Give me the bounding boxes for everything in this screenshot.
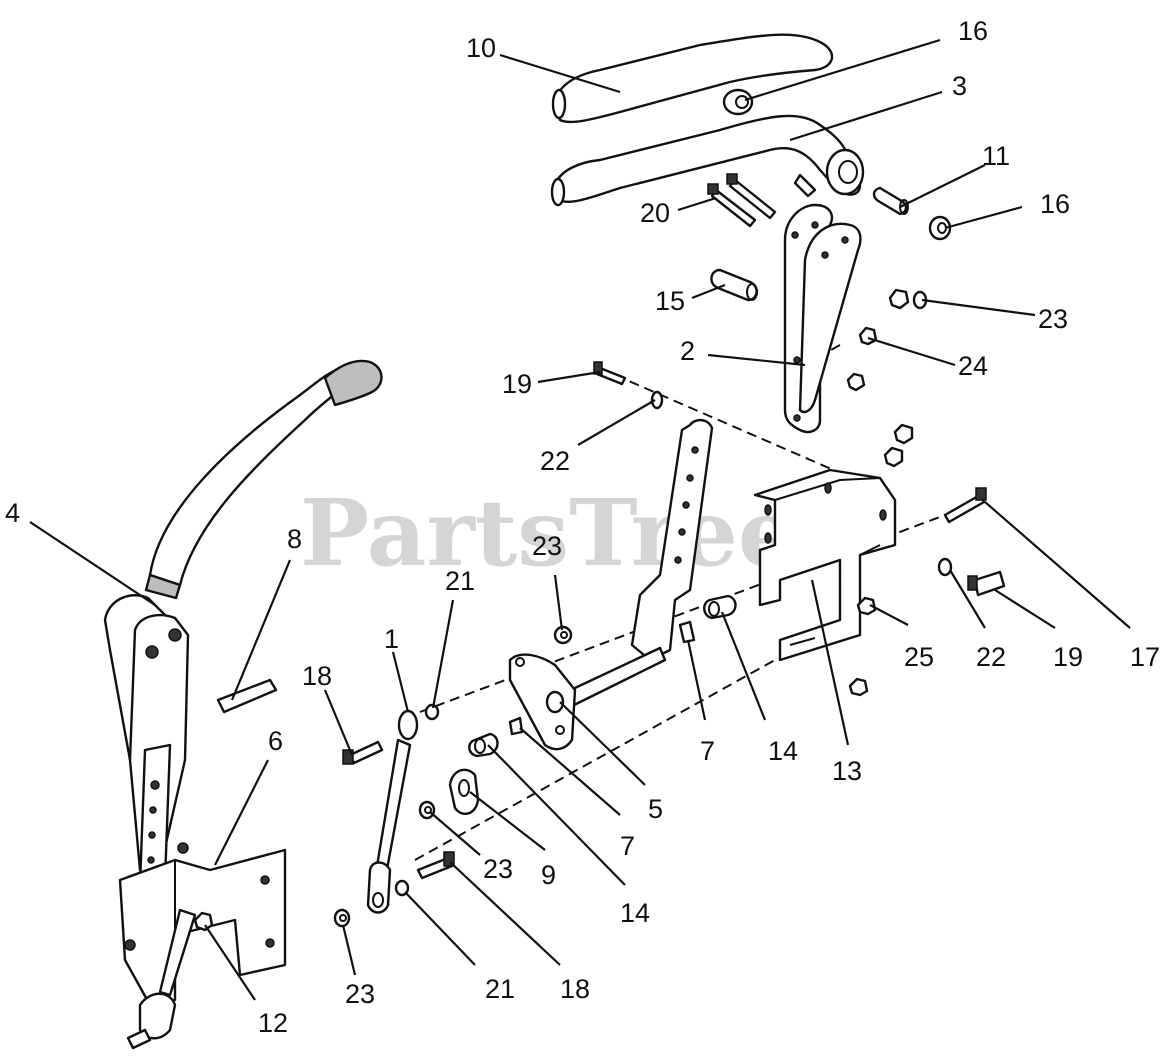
part-1-linkage-rod — [366, 709, 419, 914]
callout-23-centre: 23 — [532, 531, 562, 561]
callout-21-upper: 21 — [445, 566, 475, 596]
callout-23-upper: 23 — [1038, 304, 1068, 334]
part-11-spacer — [872, 186, 909, 216]
callout-16-lower: 16 — [1040, 189, 1070, 219]
part-16-bushing-upper — [722, 88, 754, 116]
part-23-nut-centre — [553, 625, 573, 645]
dash-line-lower — [414, 659, 776, 861]
part-3-handle-bar — [550, 114, 865, 207]
callout-12: 12 — [258, 1008, 288, 1038]
callout-8: 8 — [287, 524, 302, 554]
callout-21-lower: 21 — [485, 974, 515, 1004]
leader-lines — [29, 38, 1131, 1001]
callout-23-lower: 23 — [483, 854, 513, 884]
part-22-19-right — [937, 557, 1006, 597]
part-21-nut-lower — [394, 879, 410, 897]
callout-22-right: 22 — [976, 642, 1006, 672]
part-21-nut-upper — [424, 703, 440, 721]
part-23-nut-lower — [418, 800, 436, 820]
callout-24: 24 — [958, 351, 988, 381]
callout-18-lower: 18 — [560, 974, 590, 1004]
part-24-fastener — [846, 326, 878, 392]
part-16-bushing-lower — [928, 215, 952, 241]
part-18-bolt-upper — [342, 740, 384, 765]
callout-9: 9 — [541, 860, 556, 890]
callout-23-bottom: 23 — [345, 979, 375, 1009]
part-2-mounting-plate — [783, 203, 862, 434]
part-17-bolt — [943, 487, 987, 524]
part-25-fasteners — [848, 596, 877, 697]
part-13-bracket — [753, 468, 897, 662]
callout-20: 20 — [640, 198, 670, 228]
callout-15: 15 — [655, 286, 685, 316]
part-14-bushing-centre — [468, 732, 499, 758]
callout-2: 2 — [680, 336, 695, 366]
callout-4: 4 — [5, 498, 20, 528]
callout-19-upper: 19 — [502, 369, 532, 399]
part-7-clip-right — [678, 620, 696, 644]
callout-25: 25 — [904, 642, 934, 672]
part-7-clip-centre — [508, 716, 524, 736]
callout-1: 1 — [384, 624, 399, 654]
part-23-nut-upper — [888, 288, 928, 310]
part-8-key — [216, 678, 278, 714]
part-4-left-handle — [103, 359, 383, 887]
part-5-control-arm — [508, 418, 714, 751]
callout-17: 17 — [1130, 642, 1160, 672]
part-23-nut-bottom — [333, 908, 351, 928]
callout-19-right: 19 — [1053, 642, 1083, 672]
callout-18-upper: 18 — [302, 661, 332, 691]
part-20-bolts — [707, 173, 777, 228]
callout-3: 3 — [952, 71, 967, 101]
part-22-washer-upper — [650, 390, 664, 410]
callout-14-centre: 14 — [620, 898, 650, 928]
callout-6: 6 — [268, 726, 283, 756]
part-14-bushing-right — [703, 594, 737, 620]
callout-labels: 10 16 3 11 20 16 15 23 2 24 19 22 4 8 23… — [5, 16, 1160, 1038]
part-10-handle-grip — [551, 33, 834, 124]
callout-13: 13 — [832, 756, 862, 786]
part-15-sleeve — [710, 268, 758, 302]
callout-22-upper: 22 — [540, 446, 570, 476]
callout-5: 5 — [648, 794, 663, 824]
part-9-spacer — [448, 768, 480, 816]
callout-7-centre: 7 — [620, 831, 635, 861]
callout-14-right: 14 — [768, 736, 798, 766]
part-12-lower-rod — [126, 908, 214, 1050]
callout-7-right: 7 — [700, 736, 715, 766]
callout-16-upper: 16 — [958, 16, 988, 46]
callout-10: 10 — [466, 33, 496, 63]
part-small-nuts — [883, 423, 914, 468]
watermark-text: PartsTree — [300, 479, 796, 587]
callout-11: 11 — [982, 141, 1010, 171]
part-18-bolt-lower — [416, 851, 455, 880]
